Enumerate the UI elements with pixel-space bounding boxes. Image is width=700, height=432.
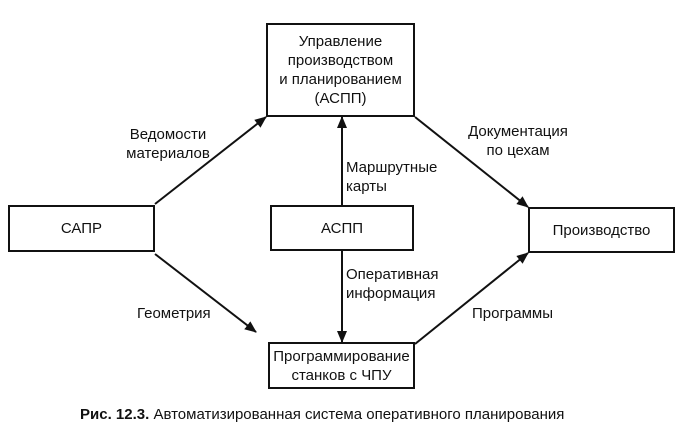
node-proizvodstvo-label: Производство bbox=[552, 221, 651, 239]
node-upravlenie-label: Управление производством и планированием… bbox=[279, 33, 402, 107]
figure-number: Рис. 12.3. bbox=[80, 406, 150, 423]
node-programmirovanie: Программирование станков с ЧПУ bbox=[268, 342, 415, 389]
node-upravlenie: Управление производством и планированием… bbox=[266, 23, 415, 117]
edge-upravlenie-to-proizvodstvo bbox=[414, 116, 529, 208]
edge-label-marshrutnye: Маршрутные карты bbox=[346, 159, 438, 195]
node-sapr-label: САПР bbox=[60, 220, 103, 237]
edge-label-dokumentatsiya: Документация по цехам bbox=[468, 123, 568, 159]
node-programmirovanie-label: Программирование станков с ЧПУ bbox=[273, 347, 410, 384]
node-sapr: САПР bbox=[8, 205, 155, 252]
node-proizvodstvo: Производство bbox=[528, 207, 675, 253]
figure-caption: Рис. 12.3. Автоматизированная система оп… bbox=[80, 405, 564, 424]
edge-label-operativnaya: Оперативная информация bbox=[346, 266, 439, 302]
edge-label-vedomosti: Ведомости материалов bbox=[126, 126, 210, 162]
edge-label-geometriya: Геометрия bbox=[137, 305, 211, 322]
figure-title: Автоматизированная система оперативного … bbox=[153, 406, 565, 423]
node-aspp-label: АСПП bbox=[320, 219, 364, 237]
node-aspp: АСПП bbox=[270, 205, 414, 251]
edge-sapr-to-upravlenie bbox=[154, 116, 267, 205]
edge-sapr-to-programmirovanie bbox=[154, 253, 257, 333]
edge-label-programmy: Программы bbox=[472, 305, 554, 322]
edge-programmirovanie-to-proizvodstvo bbox=[414, 252, 529, 345]
